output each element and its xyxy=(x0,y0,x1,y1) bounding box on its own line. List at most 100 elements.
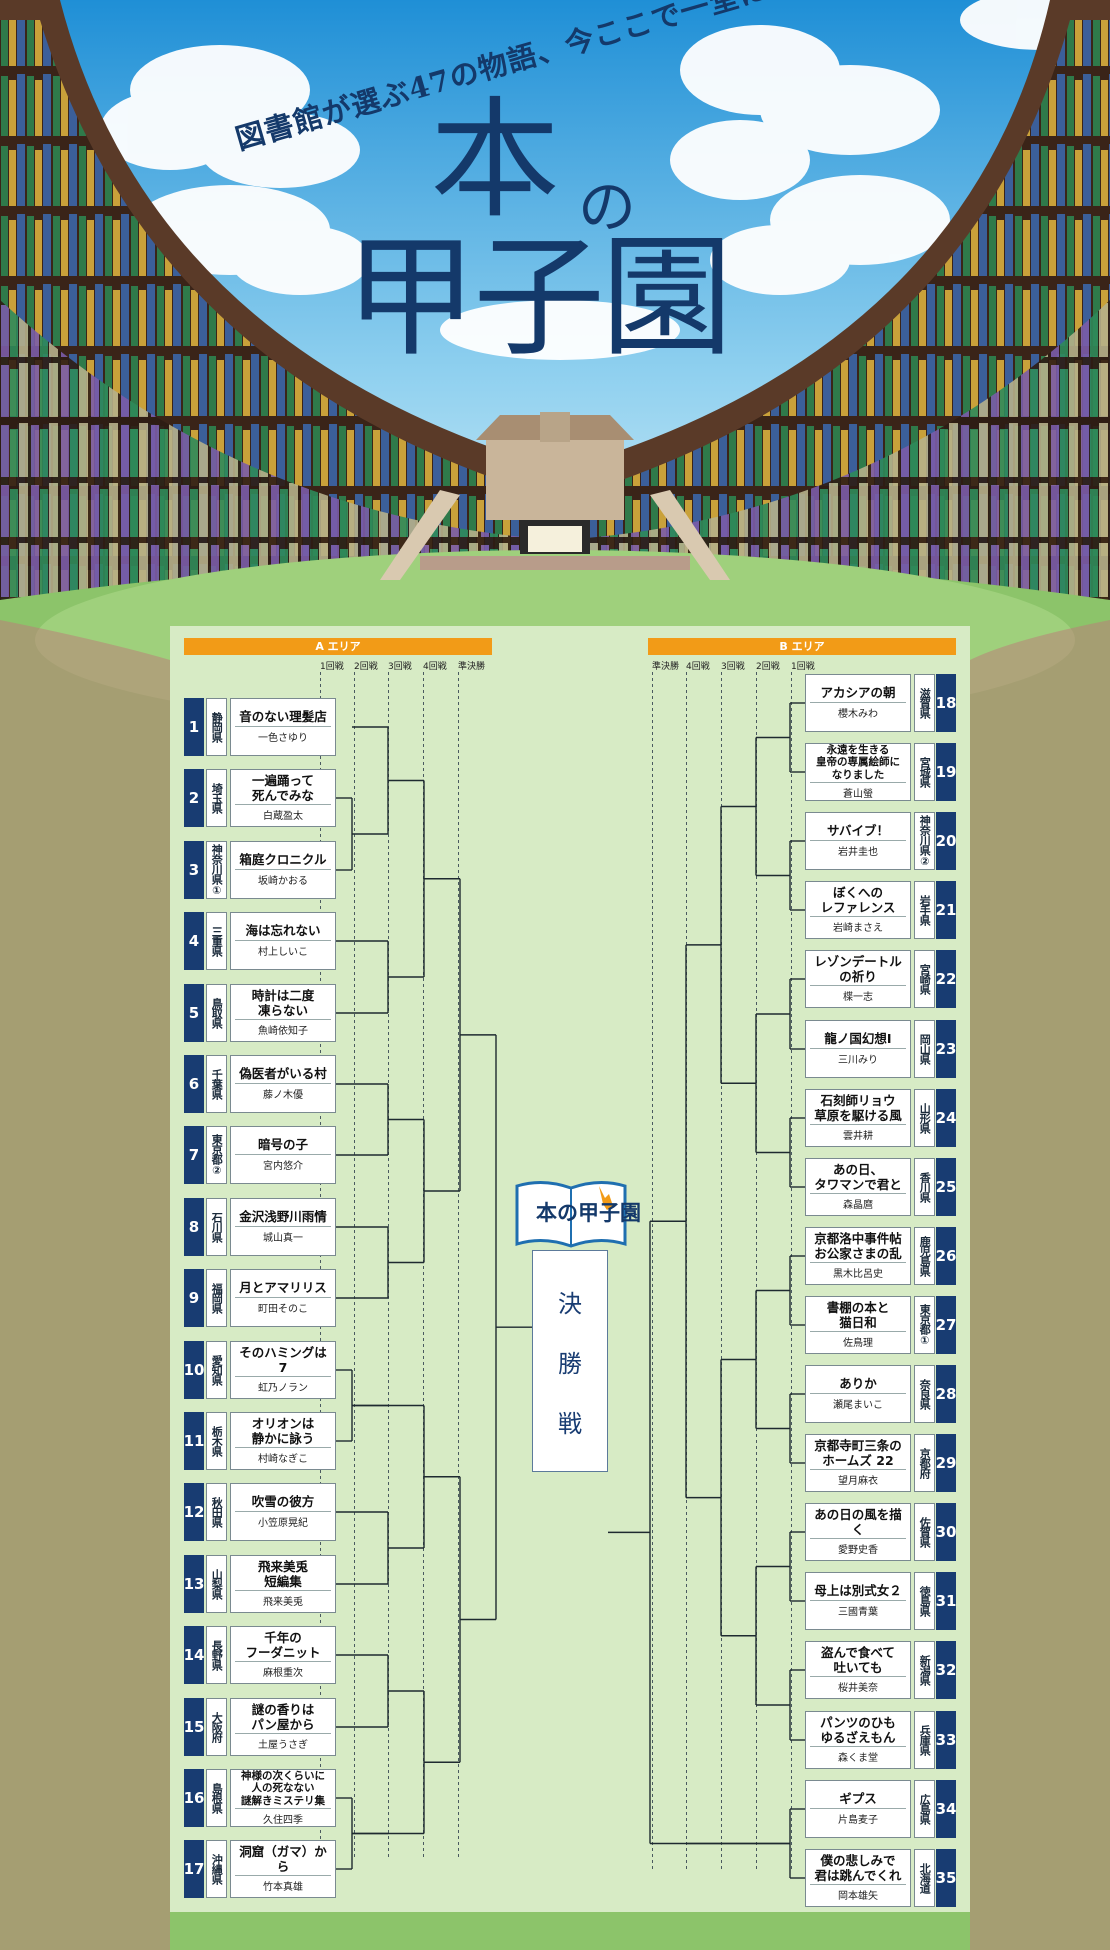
prefecture-label: 宮城県 xyxy=(914,743,935,801)
book-title: 石刻師リョウ 草原を駆ける風 xyxy=(810,1093,906,1125)
book-author: 楪一志 xyxy=(843,991,873,1003)
book-author: 村上しいこ xyxy=(258,946,308,958)
book-title: 時計は二度 凍らない xyxy=(235,988,331,1020)
book-title: ぼくへの レファレンス xyxy=(810,885,906,917)
book-title: 母上は別式女２ xyxy=(810,1583,906,1601)
book-entry[interactable]: 盗んで食べて 吐いても桜井美奈 xyxy=(805,1641,911,1699)
book-author: 瀬尾まいこ xyxy=(833,1399,883,1411)
book-entry[interactable]: 月とアマリリス町田そのこ xyxy=(230,1269,336,1327)
book-entry[interactable]: 京都洛中事件帖 お公家さまの乱黒木比呂史 xyxy=(805,1227,911,1285)
book-author: 桜井美奈 xyxy=(838,1682,878,1694)
seed-number: 6 xyxy=(184,1055,204,1113)
area-a-header: A エリア xyxy=(184,638,492,655)
seed-number: 27 xyxy=(936,1296,956,1354)
book-entry[interactable]: 僕の悲しみで 君は跳んでくれ岡本雄矢 xyxy=(805,1849,911,1907)
final-box: 決 勝 戦 xyxy=(532,1250,608,1472)
seed-number: 29 xyxy=(936,1434,956,1492)
book-entry[interactable]: レゾンデートル の祈り楪一志 xyxy=(805,950,911,1008)
book-title: パンツのひも ゆるざえもん xyxy=(810,1715,906,1747)
prefecture-label: 栃木県 xyxy=(206,1412,227,1470)
book-entry[interactable]: 一遍踊って 死んでみな白蔵盈太 xyxy=(230,769,336,827)
book-entry[interactable]: あの日、 タワマンで君と森晶麿 xyxy=(805,1158,911,1216)
book-entry[interactable]: 偽医者がいる村藤ノ木優 xyxy=(230,1055,336,1113)
prefecture-label: 神奈川県① xyxy=(206,841,227,899)
seed-number: 8 xyxy=(184,1198,204,1256)
book-author: 片島麦子 xyxy=(838,1814,878,1826)
seed-number: 18 xyxy=(936,674,956,732)
book-entry[interactable]: 金沢浅野川雨情城山真一 xyxy=(230,1198,336,1256)
book-entry[interactable]: 飛来美兎 短編集飛来美兎 xyxy=(230,1555,336,1613)
book-author: 蒼山螢 xyxy=(843,788,873,800)
prefecture-label: 奈良県 xyxy=(914,1365,935,1423)
prefecture-label: 滋賀県 xyxy=(914,674,935,732)
book-entry[interactable]: 謎の香りは パン屋から土屋うさぎ xyxy=(230,1698,336,1756)
prefecture-label: 愛知県 xyxy=(206,1341,227,1399)
book-title: そのハミングは7 xyxy=(235,1345,331,1377)
book-entry[interactable]: 永遠を生きる 皇帝の専属絵師に なりました蒼山螢 xyxy=(805,743,911,801)
book-entry[interactable]: 千年の フーダニット麻根重次 xyxy=(230,1626,336,1684)
book-entry[interactable]: パンツのひも ゆるざえもん森くま堂 xyxy=(805,1711,911,1769)
area-b-round-4: 4回戦 xyxy=(686,662,710,672)
book-author: 岡本雄矢 xyxy=(838,1890,878,1902)
seed-number: 11 xyxy=(184,1412,204,1470)
book-author: 坂崎かおる xyxy=(258,875,308,887)
book-title: 吹雪の彼方 xyxy=(235,1494,331,1512)
book-entry[interactable]: 洞窟（ガマ）から竹本真雄 xyxy=(230,1840,336,1898)
seed-number: 14 xyxy=(184,1626,204,1684)
book-title: 千年の フーダニット xyxy=(235,1630,331,1662)
seed-number: 23 xyxy=(936,1020,956,1078)
area-b-round-semi: 準決勝 xyxy=(652,662,680,672)
area-b-round-3: 3回戦 xyxy=(721,662,745,672)
seed-number: 17 xyxy=(184,1840,204,1898)
book-entry[interactable]: サバイブ！岩井圭也 xyxy=(805,812,911,870)
prefecture-label: 三重県 xyxy=(206,912,227,970)
book-author: 森晶麿 xyxy=(843,1199,873,1211)
book-entry[interactable]: ギプス片島麦子 xyxy=(805,1780,911,1838)
book-entry[interactable]: 石刻師リョウ 草原を駆ける風雲井耕 xyxy=(805,1089,911,1147)
book-author: 櫻木みわ xyxy=(838,708,878,720)
book-title: 謎の香りは パン屋から xyxy=(235,1702,331,1734)
book-title: 偽医者がいる村 xyxy=(235,1066,331,1084)
book-entry[interactable]: 書棚の本と 猫日和佐鳥理 xyxy=(805,1296,911,1354)
seed-number: 33 xyxy=(936,1711,956,1769)
book-title: 京都寺町三条の ホームズ 22 xyxy=(810,1438,906,1470)
book-title: あの日の風を描く xyxy=(810,1507,906,1539)
book-entry[interactable]: 音のない理髪店一色さゆり xyxy=(230,698,336,756)
seed-number: 31 xyxy=(936,1572,956,1630)
book-author: 久住四季 xyxy=(263,1814,303,1826)
seed-number: 24 xyxy=(936,1089,956,1147)
prefecture-label: 埼玉県 xyxy=(206,769,227,827)
prefecture-label: 京都府 xyxy=(914,1434,935,1492)
book-entry[interactable]: ありか瀬尾まいこ xyxy=(805,1365,911,1423)
book-entry[interactable]: オリオンは 静かに詠う村崎なぎこ xyxy=(230,1412,336,1470)
logo-koshien: 甲子園 xyxy=(345,221,733,375)
book-entry[interactable]: 海は忘れない村上しいこ xyxy=(230,912,336,970)
book-entry[interactable]: 神様の次くらいに 人の死なない 謎解きミステリ集久住四季 xyxy=(230,1769,336,1827)
book-author: 岩井圭也 xyxy=(838,846,878,858)
book-entry[interactable]: 吹雪の彼方小笠原晃紀 xyxy=(230,1483,336,1541)
book-entry[interactable]: 暗号の子宮内悠介 xyxy=(230,1126,336,1184)
book-entry[interactable]: ぼくへの レファレンス岩崎まさえ xyxy=(805,881,911,939)
book-author: 黒木比呂史 xyxy=(833,1268,883,1280)
book-entry[interactable]: 時計は二度 凍らない魚崎依知子 xyxy=(230,984,336,1042)
book-title: レゾンデートル の祈り xyxy=(810,954,906,986)
book-title: 龍ノ国幻想Ⅰ xyxy=(810,1031,906,1049)
book-entry[interactable]: あの日の風を描く愛野史香 xyxy=(805,1503,911,1561)
book-entry[interactable]: アカシアの朝櫻木みわ xyxy=(805,674,911,732)
seed-number: 34 xyxy=(936,1780,956,1838)
book-title: 僕の悲しみで 君は跳んでくれ xyxy=(810,1853,906,1885)
book-author: 飛来美兎 xyxy=(263,1596,303,1608)
prefecture-label: 徳島県 xyxy=(914,1572,935,1630)
book-entry[interactable]: 箱庭クロニクル坂崎かおる xyxy=(230,841,336,899)
seed-number: 22 xyxy=(936,950,956,1008)
book-author: 村崎なぎこ xyxy=(258,1453,308,1465)
prefecture-label: 佐賀県 xyxy=(914,1503,935,1561)
final-char-3: 戦 xyxy=(558,1409,582,1438)
book-author: 雲井耕 xyxy=(843,1130,873,1142)
seed-number: 25 xyxy=(936,1158,956,1216)
